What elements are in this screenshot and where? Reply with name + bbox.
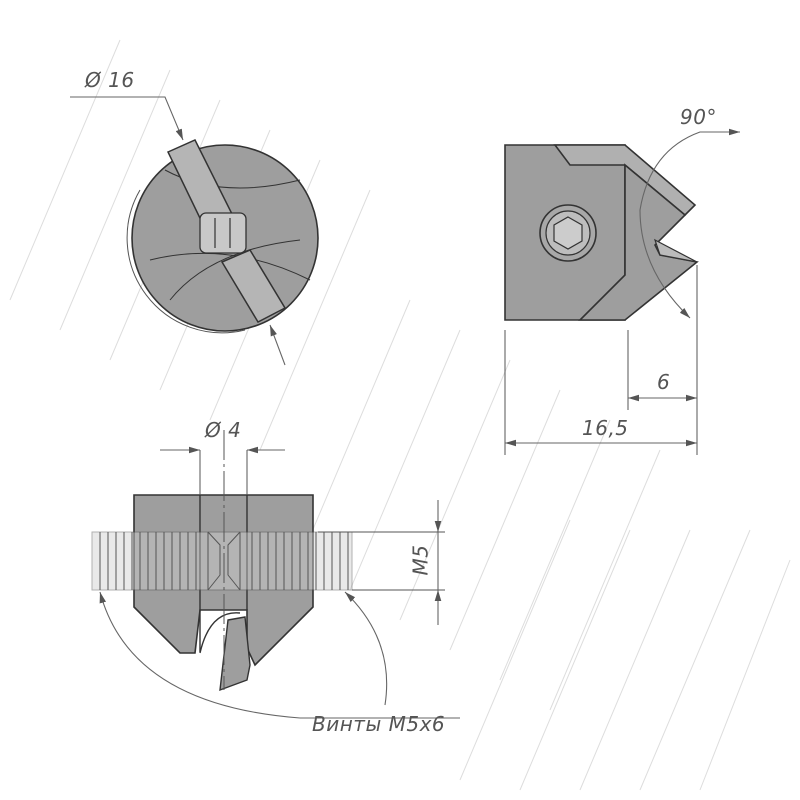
- diameter-4-label: Ø 4: [205, 418, 242, 442]
- thread-m5-label: M5: [408, 544, 433, 576]
- side-view: [504, 128, 740, 455]
- screws-note-label: Винты M5x6: [312, 712, 446, 736]
- screw-threads: [91, 531, 353, 591]
- watermark-pattern: [9, 39, 791, 791]
- angle-90-label: 90°: [680, 105, 717, 129]
- front-view: [91, 430, 460, 719]
- dimension-6-label: 6: [657, 370, 671, 394]
- top-view: [70, 96, 319, 366]
- diameter-16-label: Ø 16: [85, 68, 135, 92]
- dimension-16-5-label: 16,5: [582, 416, 629, 440]
